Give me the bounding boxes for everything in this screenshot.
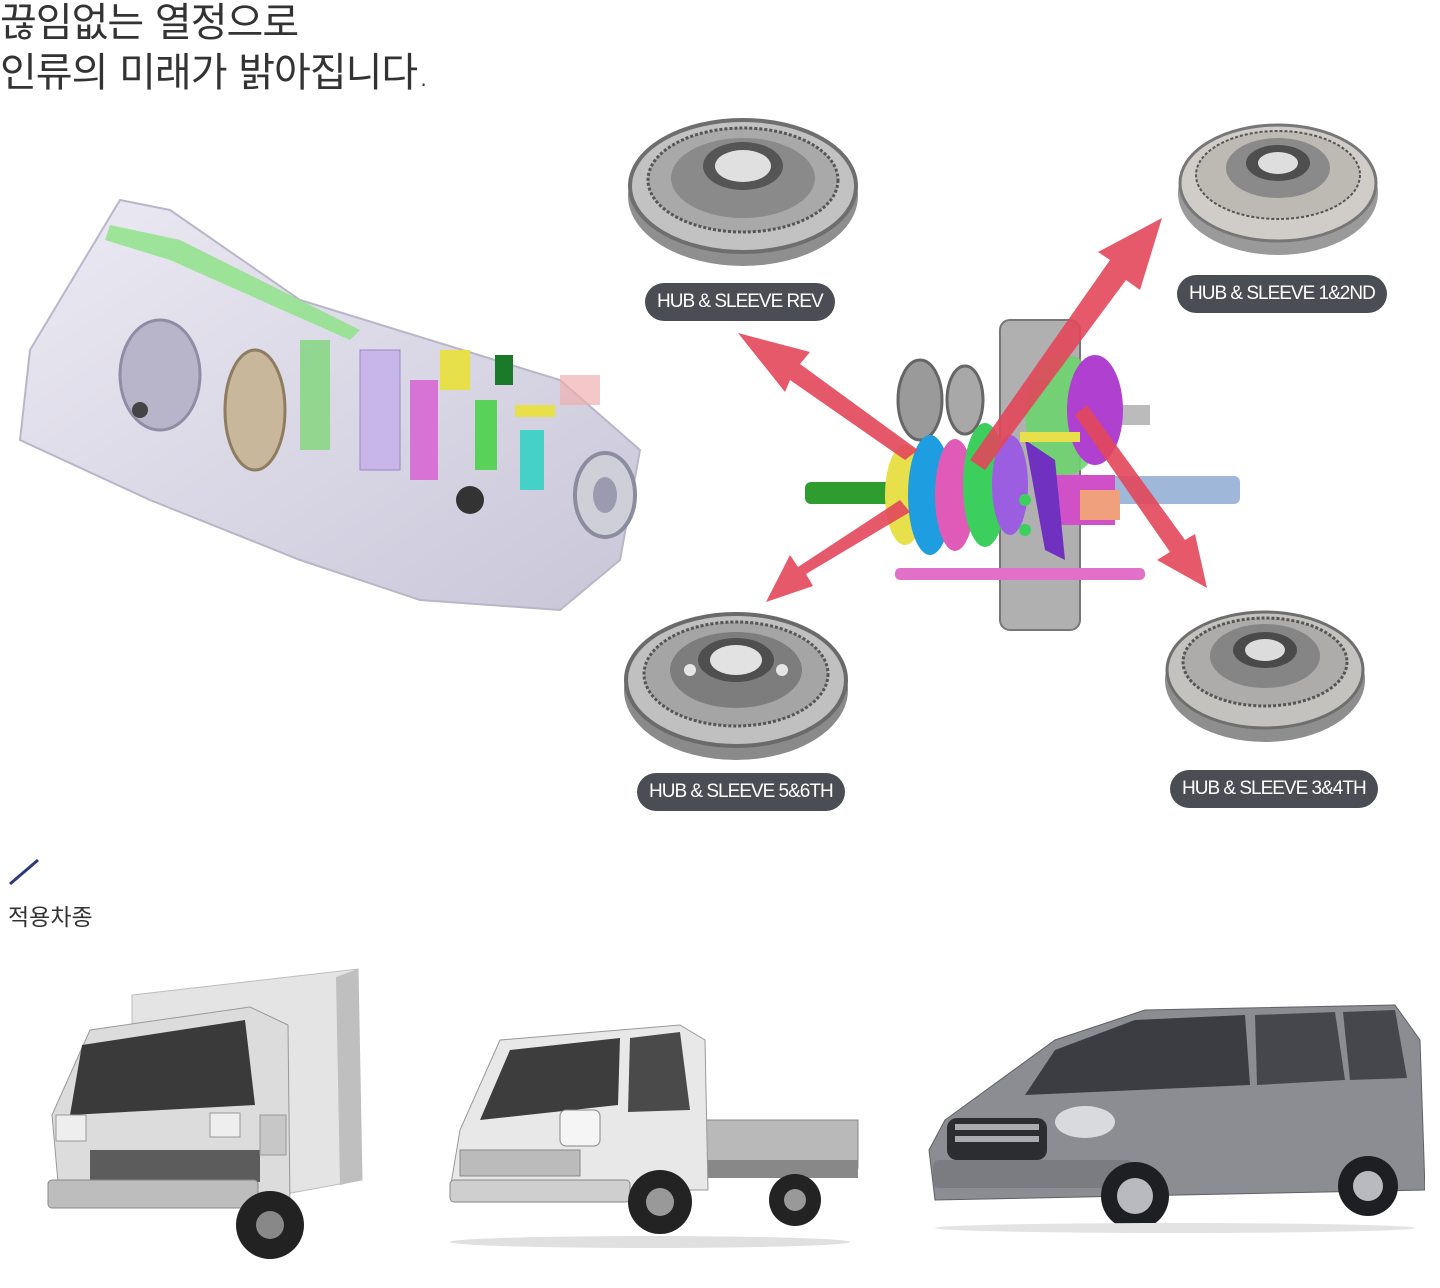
hub-sleeve-1-2nd-label: HUB & SLEEVE 1&2ND [1177, 275, 1387, 313]
headline-line-1: 끊임없는 열정으로 [0, 0, 299, 46]
headline: 끊임없는 열정으로 인류의 미래가 밝아집니다. [0, 0, 430, 98]
headline-line-2: 인류의 미래가 밝아집니다. [0, 50, 430, 96]
hub-sleeve-1-2nd-image [1175, 113, 1385, 258]
transmission-cutaway-image [18, 198, 642, 612]
hub-sleeve-3-4th-label: HUB & SLEEVE 3&4TH [1170, 770, 1378, 808]
hub-sleeve-rev-image [625, 108, 865, 268]
section-slash-icon [9, 858, 39, 886]
hub-sleeve-5-6th-label: HUB & SLEEVE 5&6TH [637, 773, 845, 811]
van-image [928, 1004, 1425, 1233]
hub-sleeve-5-6th-image [620, 602, 855, 762]
hub-sleeve-rev-label: HUB & SLEEVE REV [645, 283, 835, 321]
box-truck-image [47, 968, 363, 1259]
pickup-truck-image [449, 1024, 859, 1248]
applicable-vehicles-title: 적용차종 [8, 905, 93, 931]
hub-sleeve-3-4th-image [1162, 600, 1372, 745]
